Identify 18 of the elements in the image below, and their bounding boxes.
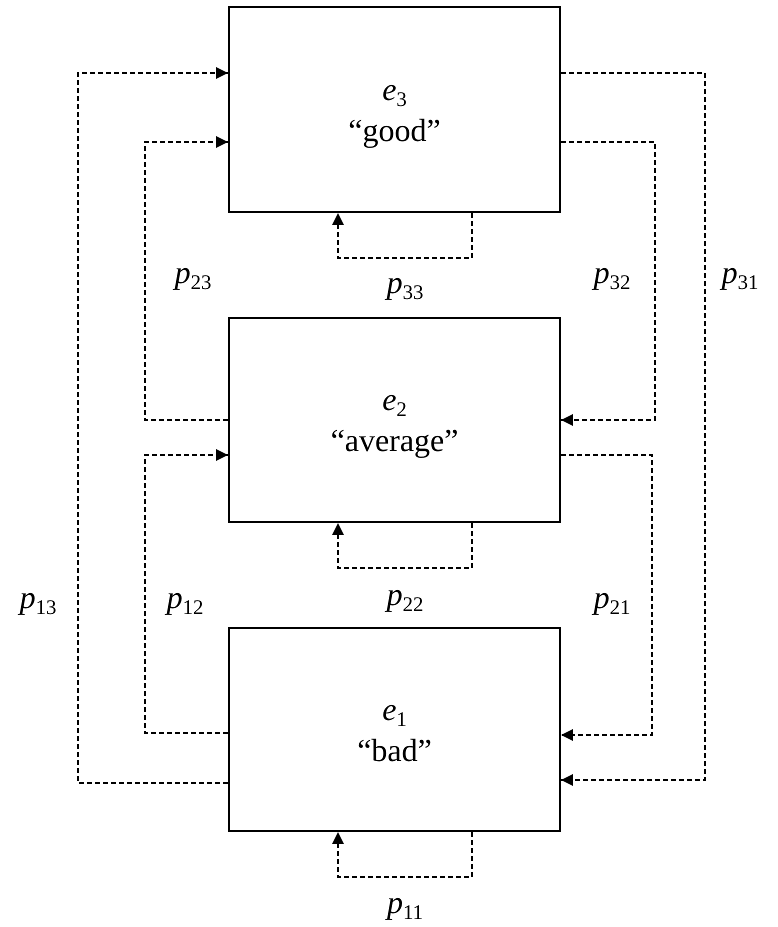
state-name: “bad” bbox=[357, 732, 432, 768]
arrow bbox=[332, 832, 473, 878]
arrow bbox=[77, 67, 228, 784]
state-symbol: e$_{3}$ bbox=[382, 70, 407, 112]
state-name: “average” bbox=[330, 422, 458, 459]
arrow bbox=[561, 141, 656, 426]
state-box bbox=[228, 6, 561, 213]
state-box bbox=[228, 317, 561, 523]
arrow bbox=[144, 136, 228, 421]
state-symbol: e$_{1}$ bbox=[382, 690, 407, 732]
arrow bbox=[561, 454, 653, 741]
state-symbol: e$_{2}$ bbox=[382, 381, 407, 422]
arrow bbox=[561, 72, 706, 786]
state-name: “good” bbox=[348, 112, 441, 148]
arrow bbox=[144, 449, 228, 734]
arrow bbox=[332, 213, 473, 259]
arrow bbox=[332, 523, 473, 569]
state-box bbox=[228, 627, 561, 832]
